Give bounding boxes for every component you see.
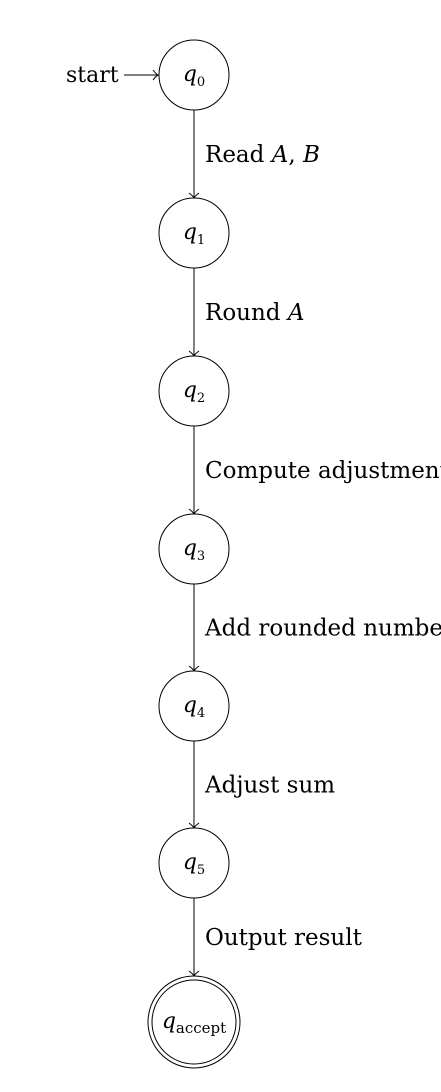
state-subscript: 0 — [197, 75, 205, 90]
label-variable: B — [302, 142, 320, 168]
state-subscript: 1 — [197, 233, 205, 248]
label-text: Output result — [205, 925, 363, 951]
state-circle — [158, 197, 230, 269]
state-letter: q — [183, 378, 197, 403]
state-q4: q4 — [158, 670, 230, 742]
state-q0: q0 — [158, 39, 230, 111]
transition-q0-q1: Read A, B — [188, 110, 320, 200]
label-text: Read — [205, 142, 272, 168]
state-label: q4 — [183, 693, 205, 721]
state-label: q1 — [183, 220, 205, 248]
state-subscript: 4 — [197, 706, 205, 721]
transition-label: Read A, B — [205, 142, 320, 168]
state-label: q2 — [183, 378, 205, 406]
transition-q3-q4: Add rounded numbers — [188, 584, 441, 673]
state-circle — [151, 979, 237, 1065]
transition-q2-q3: Compute adjustment — [188, 426, 441, 516]
state-qaccept: qaccept — [147, 975, 241, 1069]
label-variable: A — [270, 142, 289, 168]
state-letter: q — [183, 536, 197, 561]
transition-q4-q5: Adjust sum — [188, 741, 335, 830]
state-circle — [158, 513, 230, 585]
transition-label: Add rounded numbers — [204, 616, 441, 642]
start-arrowhead-icon — [152, 69, 160, 81]
state-label: q3 — [183, 536, 205, 564]
label-text: , — [288, 142, 303, 168]
label-text: Round — [205, 300, 288, 326]
transition-label: Output result — [205, 925, 363, 951]
transition-q5-qaccept: Output result — [188, 898, 363, 978]
start-marker: start — [66, 63, 160, 88]
state-letter: q — [183, 220, 197, 245]
transition-label: Round A — [205, 300, 304, 326]
state-q1: q1 — [158, 197, 230, 269]
state-subscript: accept — [176, 1019, 226, 1037]
state-letter: q — [183, 62, 197, 87]
state-subscript: 5 — [197, 863, 205, 878]
state-subscript: 2 — [197, 391, 205, 406]
state-letter: q — [162, 1009, 176, 1034]
state-label: q5 — [183, 850, 205, 878]
state-label: qaccept — [162, 1009, 226, 1037]
state-circle — [158, 827, 230, 899]
state-outer-ring — [147, 975, 241, 1069]
state-q2: q2 — [158, 355, 230, 427]
state-subscript: 3 — [197, 549, 205, 564]
label-variable: A — [286, 300, 305, 326]
state-letter: q — [183, 693, 197, 718]
state-q3: q3 — [158, 513, 230, 585]
state-q5: q5 — [158, 827, 230, 899]
transition-label: Adjust sum — [204, 773, 335, 799]
label-text: Add rounded numbers — [204, 616, 441, 642]
state-label: q0 — [183, 62, 205, 90]
state-letter: q — [183, 850, 197, 875]
label-text: Compute adjustment — [205, 458, 441, 484]
start-label: start — [66, 63, 119, 88]
label-text: Adjust sum — [204, 773, 335, 799]
state-circle — [158, 670, 230, 742]
transition-q1-q2: Round A — [188, 268, 304, 358]
state-circle — [158, 355, 230, 427]
transition-label: Compute adjustment — [205, 458, 441, 484]
